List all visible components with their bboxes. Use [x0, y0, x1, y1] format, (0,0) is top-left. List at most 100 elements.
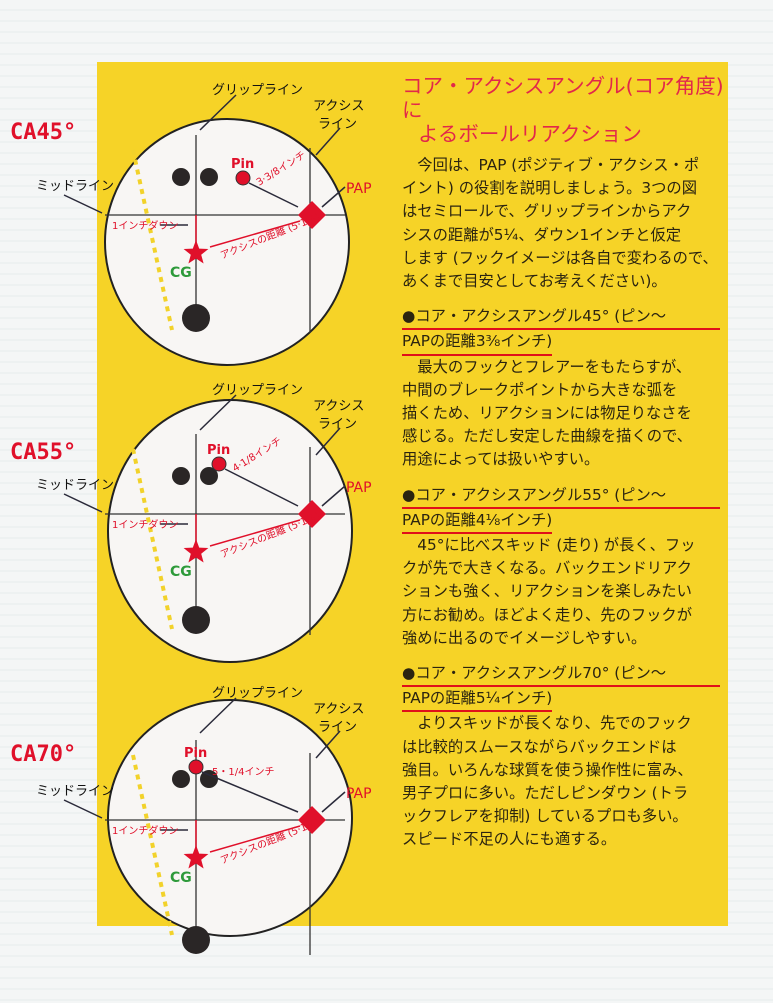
thumb-hole	[182, 926, 210, 954]
pap-label: PAP	[346, 181, 372, 197]
section-heading: ●コア・アクシスアングル45° (ピン～	[402, 305, 720, 331]
cg-star	[183, 240, 209, 264]
one-inch-down-label: 1インチダウン	[112, 518, 178, 531]
section-heading: ●コア・アクシスアングル55° (ピン～	[402, 484, 720, 509]
section-1: ●コア・アクシスアングル55° (ピン～PAPの距離4⅛インチ) 45°に比べス…	[402, 484, 727, 650]
pin-marker	[188, 759, 204, 775]
intro-line: イント) の役割を説明しましょう。3つの図	[402, 179, 697, 198]
intro-line: はセミロールで、グリップラインからアク	[402, 202, 692, 221]
axis-distance-arrow	[209, 220, 301, 248]
pin-label: Pin	[184, 746, 207, 761]
midline-arrow	[63, 493, 103, 513]
pin-label: Pin	[207, 443, 230, 458]
midline-label: ミッドライン	[36, 179, 114, 194]
intro-line: あくまで目安としてお考えください)。	[402, 272, 667, 291]
pap-diamond	[298, 806, 326, 834]
axis-line-label: ライン	[318, 417, 357, 432]
axis-distance-arrow	[209, 825, 301, 853]
section-0: ●コア・アクシスアングル45° (ピン～PAPの距離3⅜インチ) 最大のフックと…	[402, 305, 727, 471]
section-line: 強めに出るのでイメージしやすい。	[402, 628, 647, 647]
pap-label: PAP	[346, 480, 372, 496]
midline-arrow	[63, 194, 103, 214]
pin-pap-arrow	[201, 771, 299, 813]
section-line: 用途によっては扱いやすい。	[402, 450, 600, 469]
pap-arrow	[321, 186, 346, 208]
pap-label: PAP	[346, 786, 372, 802]
pin-marker	[211, 456, 227, 472]
midline	[131, 149, 174, 331]
thumb-hole	[182, 606, 210, 634]
grip-line-label: グリップライン	[212, 83, 303, 98]
section-line: 強目。いろんな球質を使う操作性に富み、	[402, 760, 693, 779]
section-line: 男子プロに多い。ただしピンダウン (トラ	[402, 784, 689, 803]
pin-marker	[235, 170, 251, 186]
section-line: ックフレアを抑制) しているプロも多い。	[402, 807, 688, 826]
section-line: 中間のブレークポイントから大きな弧を	[402, 380, 678, 399]
section-heading: PAPの距離3⅜インチ)	[402, 330, 553, 356]
ca55-label: CA55°	[10, 440, 77, 465]
grip-arrow	[199, 394, 237, 431]
cg-star	[183, 845, 209, 869]
pin-pap-distance-label: 5・1/4インチ	[212, 766, 274, 778]
axis-line-label: アクシス	[313, 399, 364, 414]
cg-label: CG	[170, 564, 192, 580]
ca70-label: CA70°	[10, 742, 77, 767]
midline-arrow	[63, 799, 103, 819]
midline-label: ミッドライン	[36, 784, 114, 799]
section-line: 描くため、リアクションには物足りなさを	[402, 404, 692, 423]
title-line: コア・アクシスアングル(コア角度)に	[402, 74, 724, 122]
section-heading: ●コア・アクシスアングル70° (ピン～	[402, 662, 720, 688]
axis-line-label: アクシス	[313, 702, 364, 717]
midline	[131, 448, 174, 630]
section-heading: PAPの距離5¼インチ)	[402, 687, 553, 713]
axis-line-label: ライン	[318, 720, 357, 735]
midline-label: ミッドライン	[36, 478, 114, 493]
pin-label: Pin	[231, 157, 254, 172]
pap-diamond	[298, 500, 326, 528]
pin-pap-arrow	[224, 468, 299, 507]
article-title: コア・アクシスアングル(コア角度)に よるボールリアクション	[402, 74, 727, 146]
pap-diamond	[298, 201, 326, 229]
thumb-hole	[182, 304, 210, 332]
ball-outline	[107, 699, 353, 937]
pap-arrow	[321, 791, 346, 813]
ca45-label: CA45°	[10, 120, 77, 145]
cg-label: CG	[170, 870, 192, 886]
section-line: 最大のフックとフレアーをもたらすが、	[402, 357, 692, 376]
section-line: 感じる。ただし安定した曲線を描くので、	[402, 427, 693, 446]
axis-arrow	[315, 427, 341, 456]
intro-line: シスの距離が5¼、ダウン1インチと仮定	[402, 225, 682, 244]
one-inch-down-label: 1インチダウン	[112, 219, 178, 232]
pin-pap-arrow	[248, 182, 299, 208]
section-line: 方にお勧め。ほどよく走り、先のフックが	[402, 605, 693, 624]
section-line: クが先で大きくなる。バックエンドリアク	[402, 559, 692, 578]
one-inch-down-label: 1インチダウン	[112, 824, 178, 837]
axis-arrow	[315, 127, 341, 156]
cg-star	[183, 539, 209, 563]
cg-label: CG	[170, 265, 192, 281]
axis-distance-arrow	[209, 519, 301, 547]
axis-line-label: アクシス	[313, 99, 364, 114]
midline	[131, 754, 174, 936]
section-line: よりスキッドが長くなり、先でのフック	[402, 714, 692, 733]
finger-hole	[172, 770, 190, 788]
section-line: スピード不足の人にも適する。	[402, 830, 617, 849]
section-line: は比較的スムースながらバックエンドは	[402, 737, 677, 756]
finger-hole	[200, 168, 218, 186]
finger-hole	[172, 467, 190, 485]
article: コア・アクシスアングル(コア角度)に よるボールリアクション 今回は、PAP (…	[402, 74, 727, 852]
grip-arrow	[199, 94, 237, 131]
title-line: よるボールリアクション	[418, 122, 642, 146]
axis-line-label: ライン	[318, 117, 357, 132]
pap-arrow	[321, 485, 346, 507]
section-line: 45°に比べスキッド (走り) が長く、フッ	[402, 536, 696, 555]
intro-line: します (フックイメージは各自で変わるので、	[402, 248, 718, 267]
ball-outline	[107, 399, 353, 663]
intro-line: 今回は、PAP (ポジティブ・アクシス・ポ	[402, 156, 700, 174]
section-2: ●コア・アクシスアングル70° (ピン～PAPの距離5¼インチ) よりスキッドが…	[402, 662, 727, 852]
section-heading: PAPの距離4⅛インチ)	[402, 509, 553, 535]
grip-arrow	[199, 697, 237, 734]
section-line: ションも強く、リアクションを楽しみたい	[402, 582, 692, 601]
finger-hole	[200, 770, 218, 788]
